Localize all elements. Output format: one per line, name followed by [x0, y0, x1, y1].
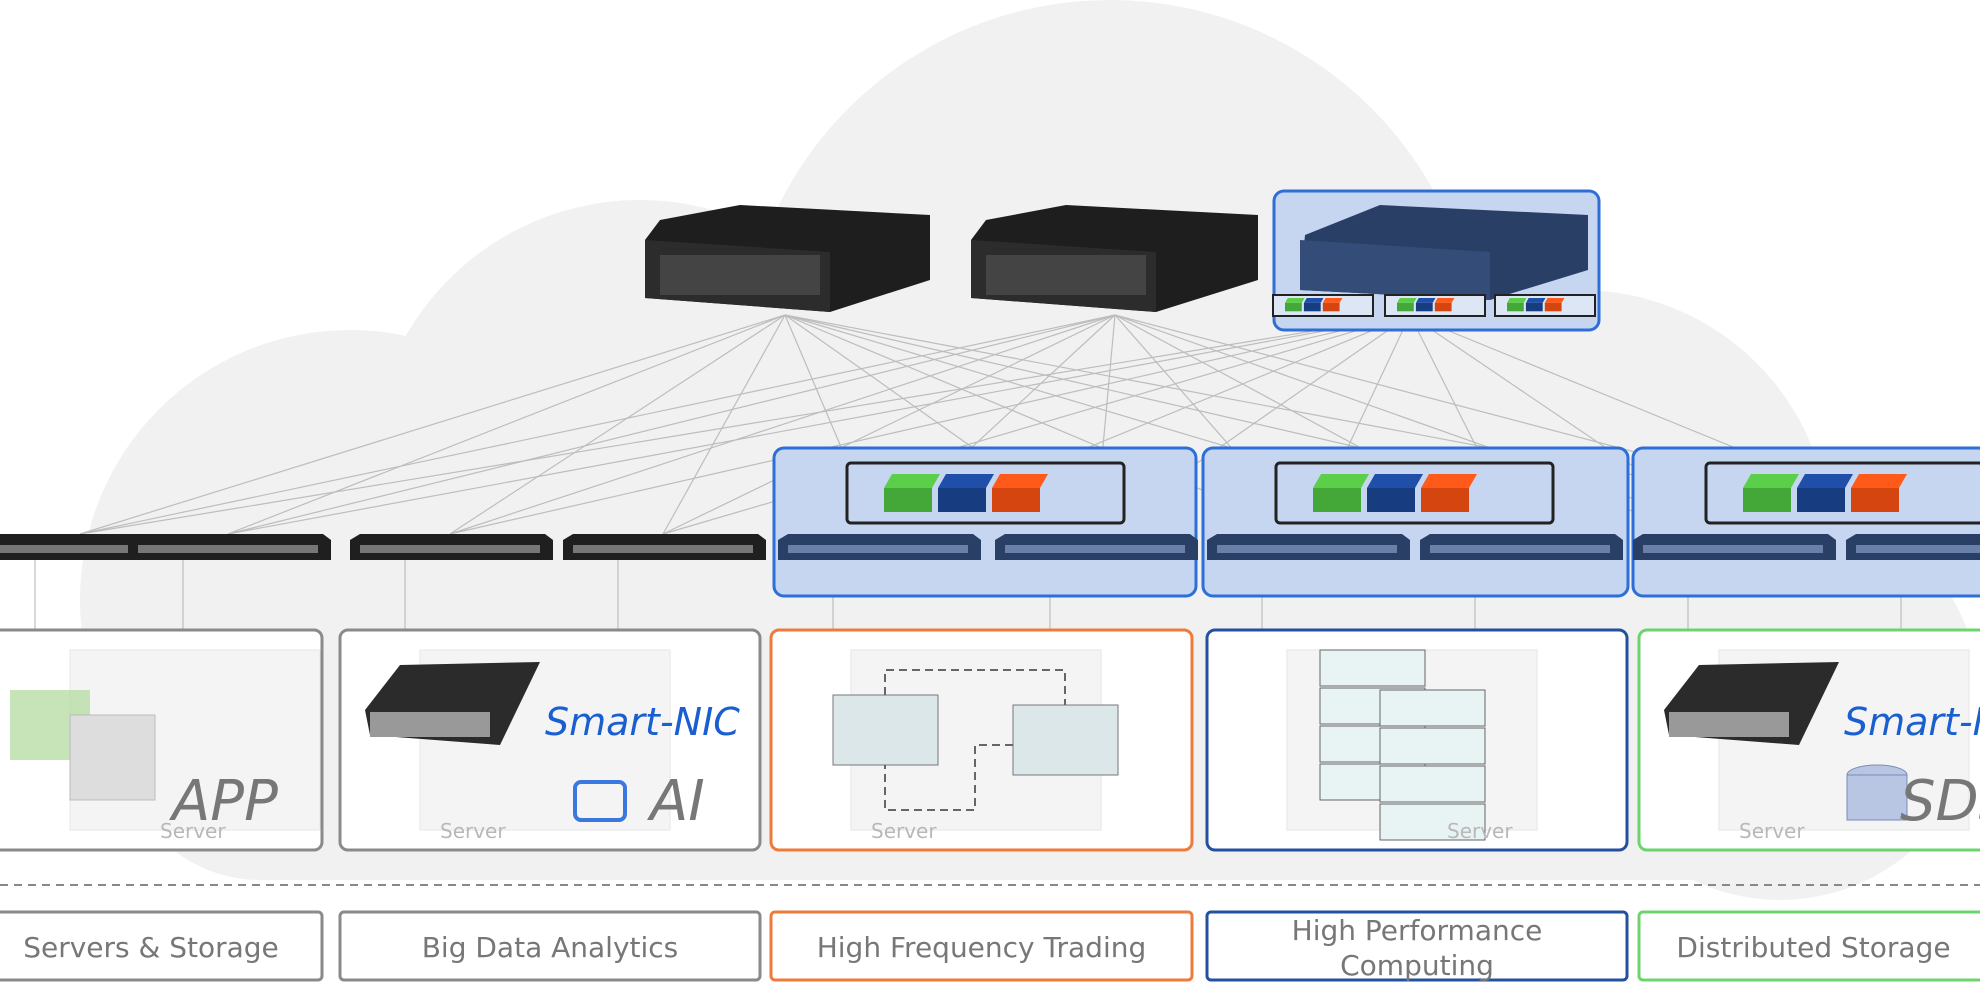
- workload-tag: AI: [647, 769, 705, 834]
- nic-bracket: [1669, 712, 1789, 737]
- module-cube: [1851, 488, 1899, 512]
- module-cube: [1367, 488, 1415, 512]
- module-cube: [1285, 302, 1302, 312]
- category-label-line1: High Performance: [1292, 914, 1543, 947]
- module-cube: [1797, 488, 1845, 512]
- category-box-1: Big Data Analytics: [338, 910, 762, 982]
- module-top: [1851, 474, 1907, 488]
- module-cube: [884, 488, 932, 512]
- app-cube: [69, 714, 156, 801]
- module-cube: [1313, 488, 1361, 512]
- server-panel-3: Server: [1205, 628, 1629, 852]
- smart-nic-label: Smart-NIC: [1844, 700, 1980, 744]
- spine-switch-2: [971, 205, 1258, 312]
- module-cube: [1544, 302, 1562, 312]
- category-label: Servers & Storage: [23, 931, 279, 964]
- database-icon-body: [1846, 774, 1908, 821]
- switch-ports: [360, 545, 540, 553]
- server-node: [1379, 803, 1486, 841]
- server-node: [832, 694, 939, 766]
- module-cube: [1303, 302, 1321, 312]
- category-box-0: Servers & Storage: [0, 910, 324, 982]
- server-node: [1379, 689, 1486, 727]
- spine-switch-programmable: [1272, 189, 1601, 332]
- server-label: Server: [160, 819, 226, 843]
- workload-tag: APP: [169, 769, 278, 834]
- module-top: [884, 474, 940, 488]
- category-label: Distributed Storage: [1676, 931, 1950, 964]
- module-top: [1421, 474, 1477, 488]
- module-top: [1303, 298, 1324, 303]
- category-box-2: High Frequency Trading: [769, 910, 1194, 982]
- category-border: [1637, 910, 1980, 982]
- server-label: Server: [1739, 819, 1805, 843]
- robot-icon: [573, 780, 627, 822]
- server-node: [1379, 727, 1486, 765]
- module-cube: [992, 488, 1040, 512]
- module-top: [1285, 298, 1305, 303]
- switch-ports: [788, 545, 968, 553]
- nic-bracket: [370, 712, 490, 737]
- module-group: [1704, 461, 1980, 525]
- switch-ports: [573, 545, 753, 553]
- switch-ports: [1005, 545, 1185, 553]
- workload-tag: SDS: [1900, 769, 1980, 834]
- dashed-connection: [884, 669, 1066, 811]
- module-cube: [1743, 488, 1791, 512]
- module-top: [938, 474, 994, 488]
- module-top: [1743, 474, 1799, 488]
- module-top: [1313, 474, 1369, 488]
- server-node: [1012, 704, 1119, 776]
- switch-ports: [138, 545, 318, 553]
- server-panel-1: Smart-NIC AI Server: [338, 628, 762, 852]
- module-cube: [1322, 302, 1340, 312]
- module-top: [1415, 298, 1436, 303]
- category-label-line2: Computing: [1340, 949, 1494, 982]
- server-panel-2: Server: [769, 628, 1194, 852]
- module-group: [845, 461, 1126, 525]
- switch-ports: [1430, 545, 1610, 553]
- switch-ports: [0, 545, 170, 553]
- server-panel-4: Smart-NIC SDS Server: [1637, 628, 1980, 852]
- module-cube: [1421, 488, 1469, 512]
- spine-switch-1: [645, 205, 930, 312]
- module-top: [1367, 474, 1423, 488]
- category-box-4: Distributed Storage: [1637, 910, 1980, 982]
- module-top: [1322, 298, 1343, 303]
- switch-ports: [1856, 545, 1980, 553]
- module-cube: [938, 488, 986, 512]
- category-border: [338, 910, 762, 982]
- server-node: [1319, 649, 1426, 687]
- module-cube: [1434, 302, 1452, 312]
- module-cube: [1415, 302, 1433, 312]
- category-border: [769, 910, 1194, 982]
- module-top: [1397, 298, 1417, 303]
- server-label: Server: [1447, 819, 1513, 843]
- switch-ports: [1643, 545, 1823, 553]
- category-label: High Frequency Trading: [817, 931, 1147, 964]
- module-top: [1525, 298, 1546, 303]
- module-cube: [1397, 302, 1414, 312]
- category-label: Big Data Analytics: [422, 931, 679, 964]
- server-node: [1379, 765, 1486, 803]
- module-cube: [1525, 302, 1543, 312]
- module-top: [1507, 298, 1527, 303]
- module-top: [1797, 474, 1853, 488]
- module-top: [992, 474, 1048, 488]
- module-cube: [1507, 302, 1524, 312]
- module-top: [1434, 298, 1455, 303]
- module-group: [1274, 461, 1555, 525]
- category-border: [1205, 910, 1629, 982]
- category-border: [0, 910, 324, 982]
- module-top: [1544, 298, 1565, 303]
- server-label: Server: [871, 819, 937, 843]
- smart-nic-label: Smart-NIC: [545, 700, 740, 744]
- server-label: Server: [440, 819, 506, 843]
- switch-ports: [1217, 545, 1397, 553]
